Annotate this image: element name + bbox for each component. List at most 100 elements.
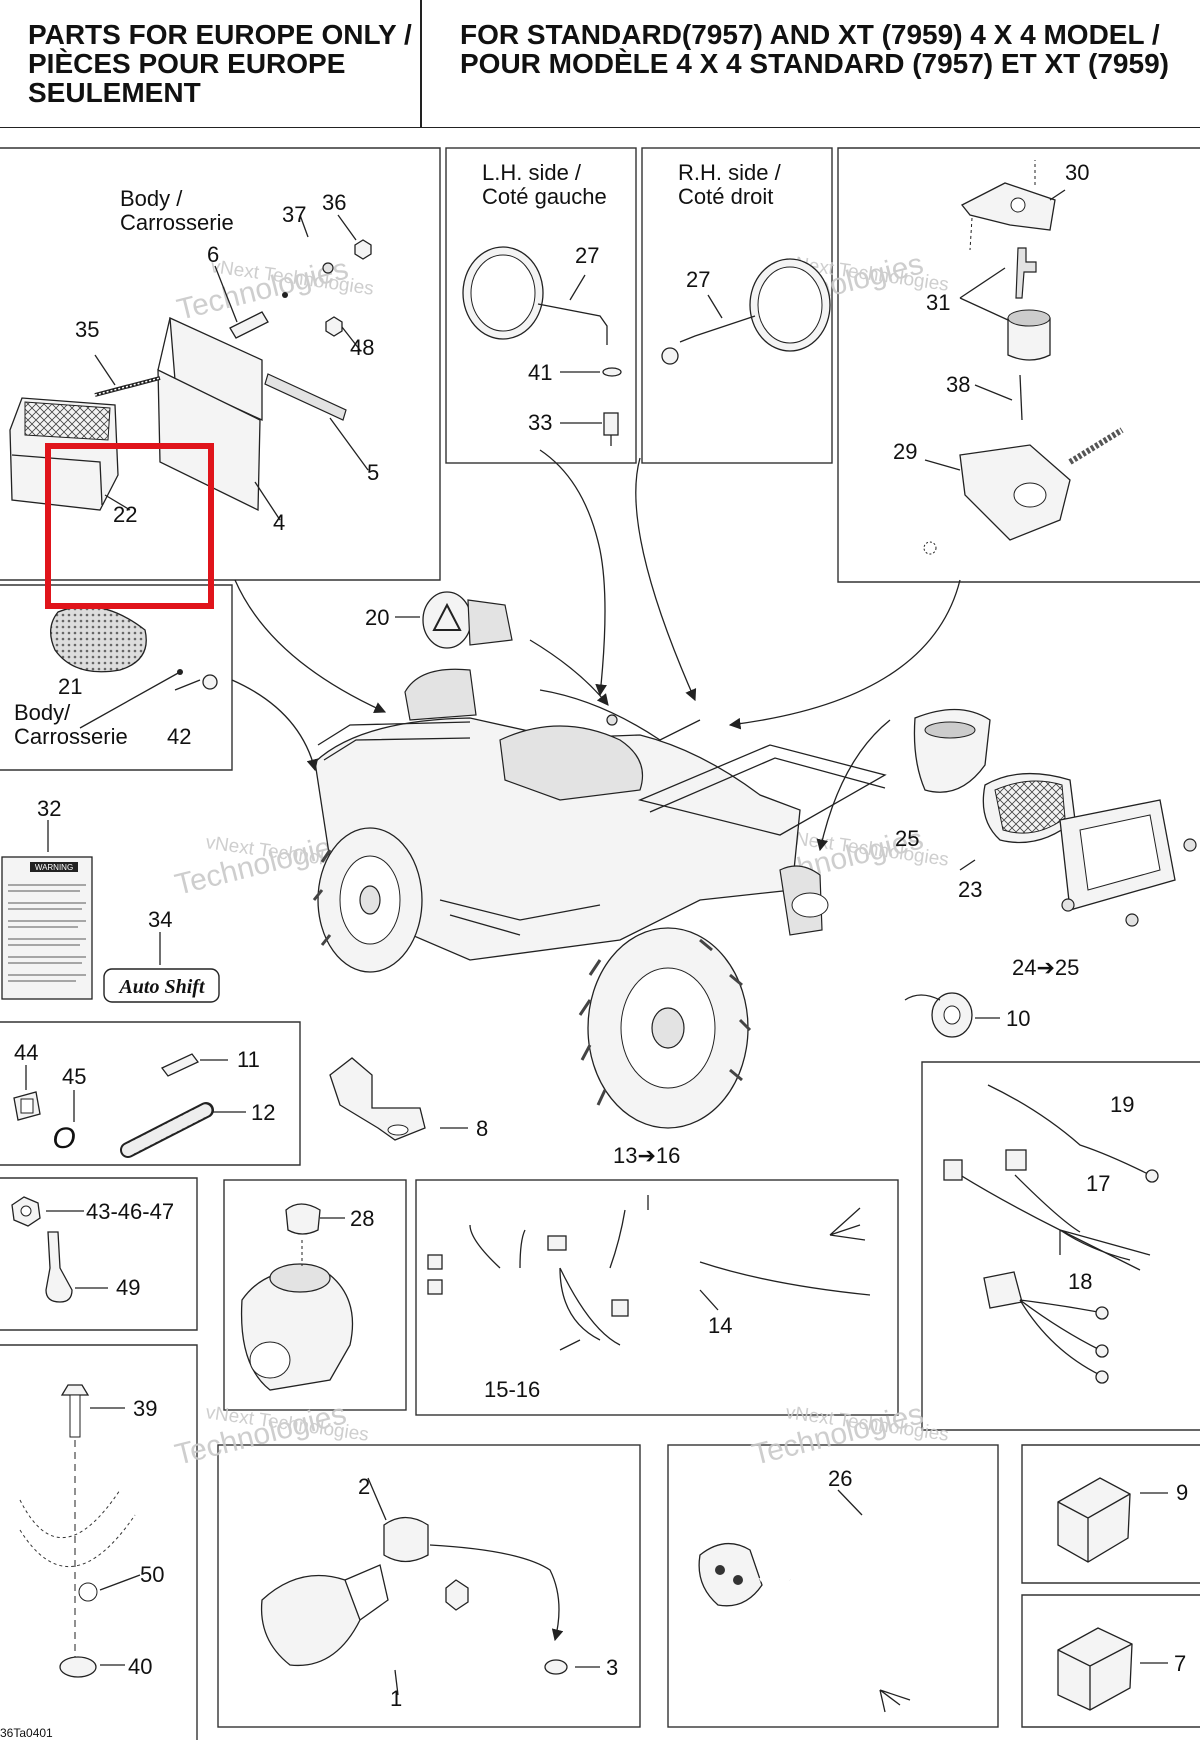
flange-nut — [59, 1656, 97, 1678]
nut — [325, 316, 343, 337]
o-ring-symbol: O — [52, 1122, 75, 1155]
atv-body — [314, 717, 801, 961]
header-right-line: POUR MODÈLE 4 X 4 STANDARD (7957) ET XT … — [460, 48, 1169, 79]
header-right-line: FOR STANDARD(7957) AND XT (7959) 4 X 4 M… — [460, 19, 1160, 50]
spacer — [229, 311, 269, 339]
callout-3: 3 — [606, 1655, 618, 1680]
panel-rh-side — [641, 147, 833, 464]
panel-ignition — [837, 147, 1200, 583]
panel-body-top — [0, 147, 441, 581]
atv-seat — [499, 725, 644, 801]
panel-turn-signal — [217, 1444, 641, 1728]
highlight-box — [45, 443, 214, 609]
callout-24-25: 24➔25 — [1012, 955, 1079, 980]
callout-6: 6 — [207, 242, 219, 267]
panel-frames — [0, 147, 1200, 1740]
callout-13-16: 13➔16 — [613, 1143, 680, 1168]
mirror-mount — [661, 347, 679, 365]
bracket-plate — [169, 316, 263, 422]
panel-flasher — [1021, 1594, 1200, 1728]
callout-40: 40 — [128, 1654, 152, 1679]
watermark-text: Technologies — [172, 1397, 350, 1471]
mounting-bracket — [329, 1057, 426, 1141]
callout-4: 4 — [273, 510, 285, 535]
panel-fasteners — [0, 1177, 198, 1331]
rh-side-label: Coté droit — [678, 184, 773, 209]
callout-9: 9 — [1176, 1480, 1188, 1505]
ring-terminal — [1145, 1169, 1159, 1183]
callout-20: 20 — [365, 605, 389, 630]
auto-shift-decal — [103, 968, 220, 1003]
foam-strip — [264, 373, 347, 421]
ignition-bracket — [960, 182, 1056, 231]
cable-tie — [45, 1231, 73, 1303]
callout-35: 35 — [75, 317, 99, 342]
nut — [354, 239, 372, 260]
auto-shift-text: Auto Shift — [117, 976, 205, 998]
rubber-grommet — [383, 1516, 429, 1563]
callout-49: 49 — [116, 1275, 140, 1300]
header-left-title: PARTS FOR EUROPE ONLY / PIÈCES POUR EURO… — [28, 20, 418, 107]
ignition-assembly — [923, 160, 1124, 555]
screw-assembly — [19, 1384, 141, 1680]
callout-2: 2 — [358, 1474, 370, 1499]
connection-arrows — [231, 449, 961, 852]
boot — [285, 1203, 321, 1235]
callout-33: 33 — [528, 410, 552, 435]
connector-parts: O — [13, 1053, 246, 1158]
panel-lh-harness — [921, 1061, 1200, 1431]
callout-1: 1 — [390, 1686, 402, 1711]
license-plate — [157, 368, 261, 512]
callout-11: 11 — [237, 1047, 260, 1072]
hazard-switch — [395, 591, 513, 649]
callout-numbers: 36 37 6 35 48 5 4 22 27 41 33 27 30 31 3… — [14, 160, 1188, 1711]
atv-backrest — [404, 668, 477, 721]
callout-21: 21 — [58, 674, 82, 699]
callout-22: 22 — [113, 502, 137, 527]
atv-vehicle — [312, 668, 887, 1129]
rh-mirror-assembly: R.H. side / Coté droit — [661, 160, 831, 365]
callout-18: 18 — [1068, 1269, 1092, 1294]
tail-light-assembly: Body / Carrosserie — [9, 186, 372, 521]
callout-25: 25 — [895, 826, 919, 851]
terminal — [160, 1053, 200, 1077]
callout-23: 23 — [958, 877, 982, 902]
connector-block — [983, 1271, 1023, 1309]
lh-side-label: L.H. side / — [482, 160, 582, 185]
panel-reflector — [0, 584, 233, 771]
nut — [445, 1579, 469, 1611]
header-divider — [420, 0, 422, 127]
callout-12: 12 — [251, 1100, 275, 1125]
panel-throttle — [223, 1179, 407, 1411]
throttle-body-assembly — [240, 1203, 354, 1391]
callout-38: 38 — [946, 372, 970, 397]
panel-connectors — [0, 1021, 301, 1166]
footer-code: 36Ta0401 — [0, 1726, 53, 1740]
callout-48: 48 — [350, 335, 374, 360]
callout-17: 17 — [1086, 1171, 1110, 1196]
header-left-line: PIÈCES POUR EUROPE — [28, 48, 346, 79]
panel-screw — [0, 1344, 198, 1740]
body-label: Body/ — [14, 700, 71, 725]
lock-washer — [78, 1582, 98, 1602]
lh-mirror-assembly: L.H. side / Coté gauche — [462, 160, 622, 446]
turn-signal-assembly — [260, 1477, 600, 1696]
warning-decal: WARNING Auto Shift — [1, 820, 220, 1003]
rh-side-label: R.H. side / — [678, 160, 782, 185]
callout-15-16: 15-16 — [484, 1377, 540, 1402]
panel-lh-side — [445, 147, 637, 464]
callout-42: 42 — [167, 724, 191, 749]
header-right-title: FOR STANDARD(7957) AND XT (7959) 4 X 4 M… — [460, 20, 1190, 78]
callout-19: 19 — [1110, 1092, 1134, 1117]
callout-26: 26 — [828, 1466, 852, 1491]
callout-29: 29 — [893, 439, 917, 464]
callout-31: 31 — [926, 290, 950, 315]
callout-43-46-47: 43-46-47 — [86, 1199, 174, 1224]
callout-27: 27 — [686, 267, 710, 292]
callout-30: 30 — [1065, 160, 1089, 185]
callout-44: 44 — [14, 1040, 38, 1065]
turn-signal-lens — [260, 1574, 361, 1667]
fastener-parts — [11, 1196, 108, 1303]
